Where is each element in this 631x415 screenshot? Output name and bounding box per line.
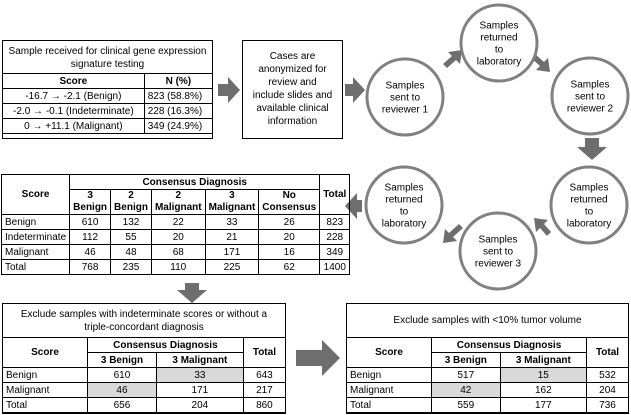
circle-label: reviewer 3: [475, 259, 522, 270]
triple-concordant-table: Score Consensus Diagnosis Total 3 Benign…: [2, 337, 287, 413]
anonymization-box: Cases are anonymized for review and incl…: [242, 40, 343, 139]
circle-label: to: [495, 45, 504, 56]
circle-label: to: [400, 207, 409, 218]
arrow-reviewer1-to-lab1: [443, 50, 462, 68]
table-row: Benign 610 132 22 33 26 823: [0, 214, 351, 230]
circle-label: laboratory: [382, 219, 426, 230]
sample-received-box: Sample received for clinical gene expres…: [2, 40, 214, 139]
header-score: Score: [2, 73, 145, 89]
circle-label: Samples: [571, 80, 610, 91]
arrow-table2-to-table3: [296, 340, 340, 376]
header-n-percent: N (%): [143, 73, 214, 89]
exclude-indeterminate-caption: Exclude samples with indeterminate score…: [20, 309, 268, 333]
circle-returned-lab-2: [549, 165, 629, 245]
table1-consensus-header: Consensus Diagnosis: [69, 174, 321, 190]
table-row: Indeterminate 112 55 20 21 20 228: [0, 229, 351, 245]
table-row: 0 → +11.1 (Malignant) 349 (24.9%): [2, 118, 214, 134]
tumor-volume-table: Score Consensus Diagnosis Total 3 Benign…: [346, 337, 629, 413]
score-distribution-table: Score N (%) -16.7 → -2.1 (Benign) 823 (5…: [2, 73, 214, 134]
circle-label: Samples: [386, 81, 425, 92]
circle-sent-reviewer-2: [550, 56, 630, 136]
sample-received-title: Sample received for clinical gene expres…: [8, 46, 207, 70]
arrow-box1-to-box2: [218, 77, 240, 103]
circle-label: reviewer 2: [567, 104, 614, 115]
circle-label: reviewer 1: [382, 105, 429, 116]
circle-label: sent to: [483, 247, 513, 258]
table1-score-header: Score: [0, 174, 71, 215]
circle-returned-lab-1: [459, 3, 539, 83]
arrow-reviewer3-to-lab3: [443, 224, 463, 243]
table-row: Malignant 46 171 217: [2, 382, 287, 398]
table-row: Malignant 46 48 68 171 16 349: [0, 244, 351, 260]
exclude-tumor-volume-caption: Exclude samples with <10% tumor volume: [393, 315, 582, 326]
table-row: -16.7 → -2.1 (Benign) 823 (58.8%): [2, 88, 214, 104]
circle-label: to: [585, 207, 594, 218]
table-row: Malignant 42 162 204: [346, 382, 629, 398]
table1-total-header: Total: [319, 174, 351, 215]
table-row: -2.0 → -0.1 (Indeterminate) 228 (16.3%): [2, 103, 214, 119]
circle-returned-lab-3: [364, 165, 444, 245]
circle-label: Samples: [479, 235, 518, 246]
circle-label: sent to: [390, 93, 420, 104]
table-row: Total 559 177 736: [346, 397, 629, 413]
circle-label: returned: [480, 33, 517, 44]
table-row: Benign 610 33 643: [2, 367, 287, 383]
circle-label: Samples: [385, 183, 424, 194]
arrow-lab1-to-reviewer2: [531, 54, 550, 72]
exclude-tumor-volume-box: Exclude samples with <10% tumor volume S…: [346, 303, 629, 414]
circle-label: returned: [570, 195, 607, 206]
circle-label: laboratory: [567, 219, 611, 230]
circle-label: sent to: [575, 92, 605, 103]
circle-sent-reviewer-3: [458, 211, 538, 291]
table-row: Benign 517 15 532: [346, 367, 629, 383]
circle-sent-reviewer-1: [365, 57, 445, 137]
exclude-indeterminate-box: Exclude samples with indeterminate score…: [2, 303, 287, 414]
table-row: Total 656 204 860: [2, 397, 287, 413]
arrow-reviewer2-to-lab2: [577, 138, 607, 160]
arrow-box2-to-reviewer1: [345, 77, 365, 103]
circle-label: Samples: [480, 21, 519, 32]
arrow-table1-to-table2: [177, 283, 207, 303]
circle-label: Samples: [570, 183, 609, 194]
arrow-lab2-to-reviewer3: [534, 218, 551, 236]
table-row: Total 768 235 110 225 62 1400: [0, 259, 351, 275]
circle-label: laboratory: [477, 57, 521, 68]
arrow-lab3-to-table1: [345, 193, 362, 219]
circle-label: returned: [385, 195, 422, 206]
